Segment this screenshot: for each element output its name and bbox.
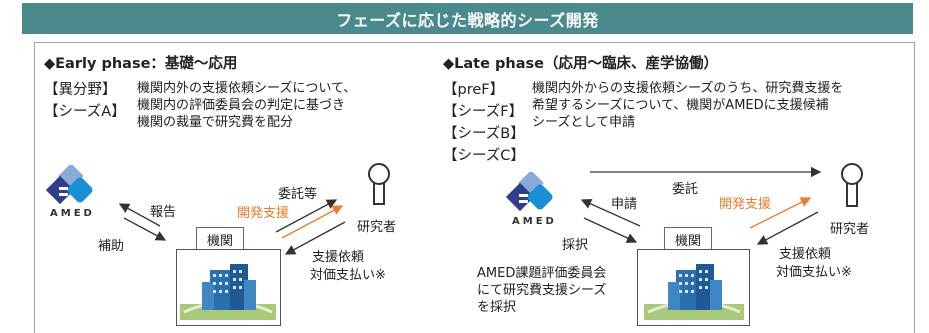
late-payment-label: 対価支払い※ [776, 265, 852, 280]
late-amed-label: AMED [512, 216, 557, 227]
late-desc-1: 機関内外からの支援依頼シーズのうち、研究費支援を [532, 81, 844, 96]
content-panel [34, 42, 915, 333]
early-report-label: 報告 [150, 205, 177, 220]
building-icon [180, 264, 276, 320]
late-committee-2: にて研究費支援シーズ [477, 283, 607, 298]
amed-logo-icon [45, 165, 93, 205]
early-request-label: 支援依頼 [312, 250, 365, 265]
late-apply-label: 申請 [611, 197, 638, 212]
early-heading: ◆Early phase：基礎〜応用 [44, 56, 238, 72]
late-desc-2: 希望するシーズについて、機関がAMEDに支援候補 [532, 98, 829, 113]
late-kaihatsu-arrow [749, 197, 812, 229]
early-researcher-label: 研究者 [357, 220, 397, 235]
early-tag-1: 【異分野】 [44, 82, 117, 98]
early-tag-2: 【シーズA】 [44, 104, 126, 120]
late-tag-1: 【preF】 [443, 82, 505, 98]
early-report-arrow [118, 203, 161, 227]
late-kaihatsu-label: 開発支援 [719, 197, 772, 212]
late-desc-3: シーズとして申請 [532, 115, 635, 130]
early-kaihatsu-arrow [281, 205, 344, 239]
early-itaku-label: 委託等 [278, 187, 318, 202]
early-desc-1: 機関内外の支援依頼シーズについて、 [137, 81, 357, 96]
early-subsidy-arrow [123, 217, 167, 241]
amed-logo-icon [505, 172, 553, 212]
early-kikan-label: 機関 [206, 233, 233, 249]
late-adopt-arrow [583, 217, 638, 243]
early-desc-2: 機関内の評価委員会の判定に基づき [137, 98, 346, 113]
late-tag-2: 【シーズF】 [443, 104, 524, 120]
late-researcher-label: 研究者 [830, 222, 870, 237]
early-payment-label: 対価支払い※ [310, 268, 386, 283]
late-tag-3: 【シーズB】 [443, 126, 525, 142]
late-tag-4: 【シーズC】 [443, 148, 525, 164]
early-desc-3: 機関の裁量で研究費を配分 [137, 115, 294, 130]
title-banner: フェーズに応じた戦略的シーズ開発 [22, 3, 913, 34]
researcher-icon [368, 163, 390, 205]
late-adopt-label: 採択 [562, 238, 589, 253]
late-request-arrow [756, 211, 819, 245]
late-itaku-label: 委託 [672, 182, 699, 197]
early-itaku-arrow [275, 199, 338, 233]
researcher-icon [841, 163, 863, 207]
late-heading: ◆Late phase（応用〜臨床、産学協働） [443, 56, 718, 72]
early-kaihatsu-label: 開発支援 [237, 206, 290, 221]
building-icon [644, 264, 744, 320]
late-kikan-label: 機関 [674, 233, 701, 249]
late-apply-arrow [580, 198, 641, 227]
early-request-arrow [284, 221, 346, 255]
late-committee-1: AMED課題評価委員会 [477, 266, 607, 281]
late-committee-3: を採択 [477, 300, 517, 315]
early-subsidy-label: 補助 [98, 239, 125, 254]
late-request-label: 支援依頼 [779, 247, 832, 262]
page-title: フェーズに応じた戦略的シーズ開発 [336, 10, 599, 30]
late-kikan-box: 機関 [664, 227, 712, 251]
early-amed-label: AMED [50, 208, 95, 219]
